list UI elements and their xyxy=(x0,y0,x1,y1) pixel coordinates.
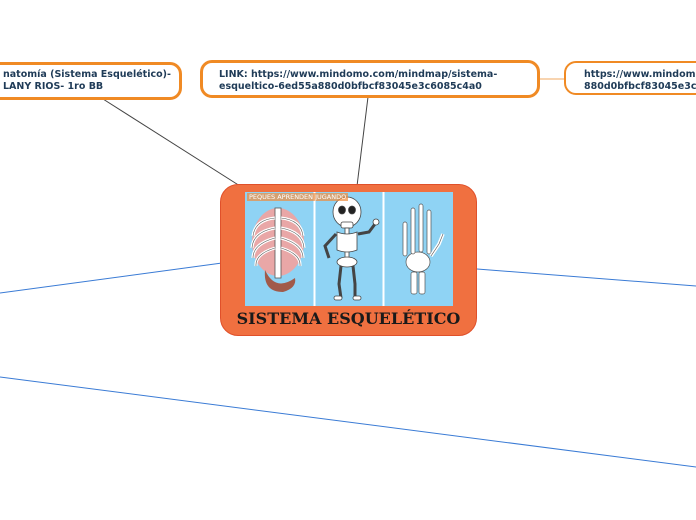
topic-url-line2: 880d0bfbcf83045e3c6 xyxy=(584,81,696,92)
skeleton-illustration: PEQUES APRENDEN JUGANDO xyxy=(245,192,453,306)
illustration-caption: PEQUES APRENDEN JUGANDO xyxy=(247,193,349,201)
connector-left-branch xyxy=(0,262,223,294)
topic-link[interactable]: LINK: https://www.mindomo.com/mindmap/si… xyxy=(200,60,540,98)
topic-anatomia-line1: natomía (Sistema Esquelético)- xyxy=(3,69,171,80)
connector-right-branch xyxy=(476,268,696,287)
topic-anatomia-line2: LANY RIOS- 1ro BB xyxy=(3,81,104,92)
topic-url[interactable]: https://www.mindom 880d0bfbcf83045e3c6 xyxy=(564,61,696,95)
topic-anatomia[interactable]: natomía (Sistema Esquelético)- LANY RIOS… xyxy=(0,62,182,100)
hand-bones-icon xyxy=(402,203,445,295)
ribcage-icon xyxy=(250,207,306,292)
topic-url-line1: https://www.mindom xyxy=(584,69,696,80)
central-title: SISTEMA ESQUELÉTICO xyxy=(236,309,461,328)
central-topic[interactable]: PEQUES APRENDEN JUGANDO SISTEMA ESQUELÉT… xyxy=(220,184,477,336)
connector-middle-topic xyxy=(356,96,369,187)
hand-panel xyxy=(384,192,453,306)
skeleton-figure-icon xyxy=(323,196,380,301)
connector-bottom-branch xyxy=(0,376,696,468)
topic-link-line1: LINK: https://www.mindomo.com/mindmap/si… xyxy=(219,69,498,80)
skeleton-drawing xyxy=(245,192,453,306)
topic-link-line2: esqueltico-6ed55a880d0bfbcf83045e3c6085c… xyxy=(219,81,482,92)
connector-left-topic xyxy=(102,98,241,187)
